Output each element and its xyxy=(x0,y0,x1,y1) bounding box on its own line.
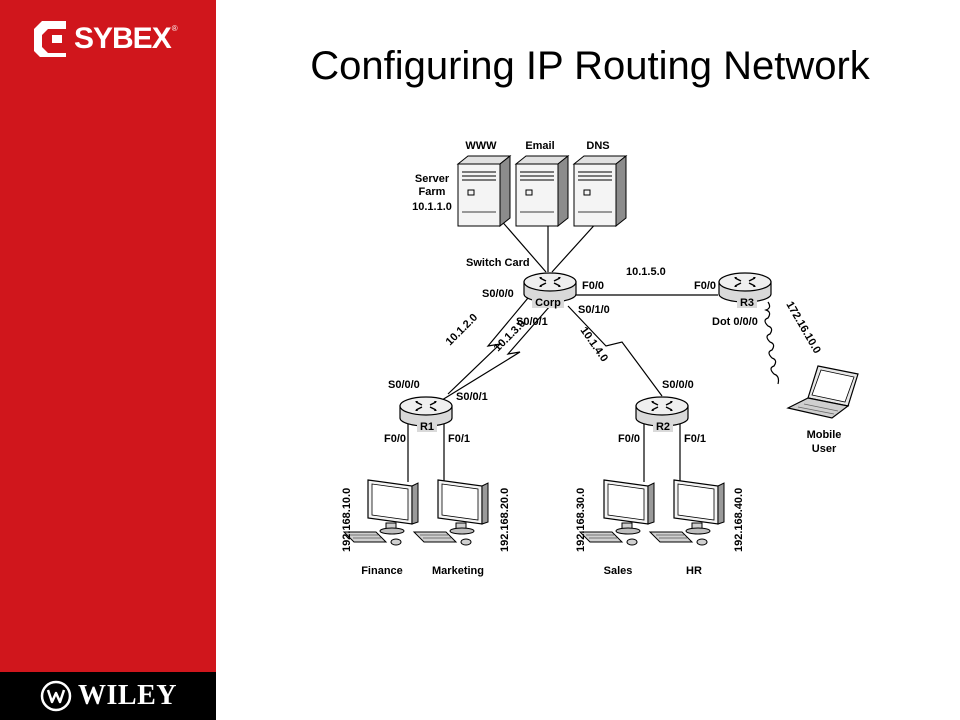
workstation-sales xyxy=(579,479,655,546)
sidebar-panel xyxy=(0,0,216,720)
www-server xyxy=(457,155,511,227)
label-marketing: Marketing xyxy=(432,565,484,577)
sybex-mark-icon xyxy=(34,21,66,57)
sybex-logo: SYBEX ® xyxy=(32,18,178,60)
label-www: WWW xyxy=(465,140,497,152)
label-r3-f00: F0/0 xyxy=(694,280,716,292)
connection-lines xyxy=(407,217,780,482)
label-corp-s10: S0/1/0 xyxy=(578,304,610,316)
label-dns: DNS xyxy=(586,140,609,152)
link-corp-r1-a xyxy=(447,297,529,395)
label-mobile-2: User xyxy=(812,443,837,455)
corp-tag-bg xyxy=(532,296,564,308)
dns-server xyxy=(573,155,627,227)
wiley-seal-icon xyxy=(40,680,72,712)
label-net-hr: 192.168.40.0 xyxy=(733,488,745,552)
label-finance: Finance xyxy=(361,565,403,577)
label-r1: R1 xyxy=(420,421,434,433)
label-corp: Corp xyxy=(535,297,561,309)
r2-tag-bg xyxy=(653,420,673,432)
label-net-wireless: 172.16.10.0 xyxy=(783,300,822,356)
label-net-corp-r3: 10.1.5.0 xyxy=(626,266,666,278)
label-r3-dot: Dot 0/0/0 xyxy=(712,316,758,328)
label-net-corp-r1-a: 10.1.2.0 xyxy=(444,312,481,349)
label-corp-f00: F0/0 xyxy=(582,280,604,292)
r3-tag-bg xyxy=(737,296,757,308)
workstation-marketing xyxy=(413,479,489,546)
label-sales: Sales xyxy=(604,565,633,577)
wireless-link xyxy=(764,301,780,385)
registered-mark: ® xyxy=(171,24,178,33)
label-r3: R3 xyxy=(740,297,754,309)
label-r2-f00: F0/0 xyxy=(618,433,640,445)
label-server-farm-1: Server xyxy=(415,173,450,185)
network-diagram: WWW Email DNS Server Farm 10.1.1.0 Switc… xyxy=(341,140,859,577)
label-corp-s001: S0/0/1 xyxy=(516,316,548,328)
link-corp-r1-b xyxy=(441,305,551,401)
label-r1-s001: S0/0/1 xyxy=(456,391,488,403)
email-server xyxy=(515,155,569,227)
label-server-farm-2: Farm xyxy=(419,186,446,198)
link-www-corp xyxy=(498,217,547,273)
label-r2: R2 xyxy=(656,421,670,433)
label-r2-f01: F0/1 xyxy=(684,433,706,445)
sybex-wordmark: SYBEX xyxy=(74,22,172,55)
label-hr: HR xyxy=(686,565,702,577)
r1-tag-bg xyxy=(417,420,437,432)
link-dns-corp xyxy=(551,219,600,273)
label-net-marketing: 192.168.20.0 xyxy=(499,488,511,552)
label-r1-f01: F0/1 xyxy=(448,433,470,445)
label-corp-s000: S0/0/0 xyxy=(482,288,514,300)
slide-title: Configuring IP Routing Network xyxy=(310,44,870,88)
label-r2-s000: S0/0/0 xyxy=(662,379,694,391)
mobile-laptop-icon xyxy=(787,365,859,419)
label-r1-f00: F0/0 xyxy=(384,433,406,445)
workstation-finance xyxy=(343,479,419,546)
label-switch-card: Switch Card xyxy=(466,257,530,269)
label-mobile-1: Mobile xyxy=(807,429,842,441)
label-r1-s000: S0/0/0 xyxy=(388,379,420,391)
wiley-logo: WILEY xyxy=(40,679,177,713)
label-server-farm-net: 10.1.1.0 xyxy=(412,201,452,213)
label-net-sales: 192.168.30.0 xyxy=(575,488,587,552)
wiley-wordmark: WILEY xyxy=(78,680,177,711)
label-net-finance: 192.168.10.0 xyxy=(341,488,353,552)
label-email: Email xyxy=(525,140,554,152)
workstation-hr xyxy=(649,479,725,546)
footer-bar xyxy=(0,672,216,720)
link-corp-r2 xyxy=(567,305,663,397)
